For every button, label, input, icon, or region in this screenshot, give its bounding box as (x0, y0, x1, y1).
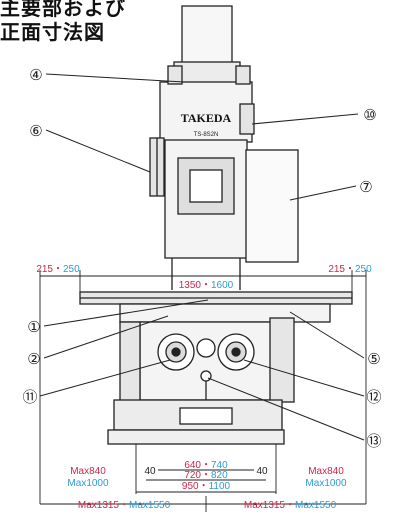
dim-stroke-1: 640・740 (184, 460, 228, 471)
dim-left-max-red: Max840 (70, 466, 106, 477)
callout-11: ⑪ (22, 388, 37, 406)
callout-4: ④ (29, 66, 42, 84)
base-foot (107, 429, 285, 445)
model-text: TS-8S2N (194, 132, 219, 138)
lower-knob (200, 370, 212, 382)
dim-left-overtravel: 215・250 (36, 264, 80, 275)
dim-stroke-2: 720・820 (184, 470, 228, 481)
dim-right-margin: 40 (256, 466, 268, 477)
base-drawer (179, 407, 233, 425)
dim-left-margin: 40 (144, 466, 156, 477)
callout-13: ⑬ (366, 432, 381, 450)
dim-right-overtravel: 215・250 (328, 264, 372, 275)
callout-7: ⑦ (359, 178, 372, 196)
dim-right-max-blue: Max1000 (305, 478, 347, 489)
callout-6: ⑥ (29, 122, 42, 140)
callout-5: ⑤ (367, 350, 380, 368)
spindle-face (189, 169, 223, 203)
brand-text: TAKEDA (181, 111, 232, 125)
knee-left-panel (119, 321, 141, 403)
callout-10: ⑩ (363, 106, 376, 124)
callout-2: ② (27, 350, 40, 368)
saddle (119, 303, 331, 323)
top-bracket-left (167, 65, 183, 85)
knee-right-panel (269, 317, 295, 403)
right-control-box (239, 103, 255, 135)
side-panel (245, 149, 299, 263)
callout-12: ⑫ (366, 388, 381, 406)
dim-stroke-3: 950・1100 (182, 481, 231, 492)
center-dial (196, 338, 216, 358)
motor-base (173, 61, 241, 85)
dim-bottom-left: Max1315・Max1550 (78, 500, 171, 511)
dim-table-length: 1350・1600 (179, 280, 234, 291)
spindle-motor (181, 5, 233, 65)
column-head (159, 81, 253, 143)
title-line-1: 主要部および (0, 0, 126, 20)
title-line-2: 正面寸法図 (0, 20, 105, 44)
dim-right-max-red: Max840 (308, 466, 344, 477)
top-bracket-right (235, 65, 251, 85)
dim-bottom-right: Max1315・Max1550 (244, 500, 337, 511)
callout-1: ① (27, 318, 40, 336)
dim-left-max-blue: Max1000 (67, 478, 109, 489)
